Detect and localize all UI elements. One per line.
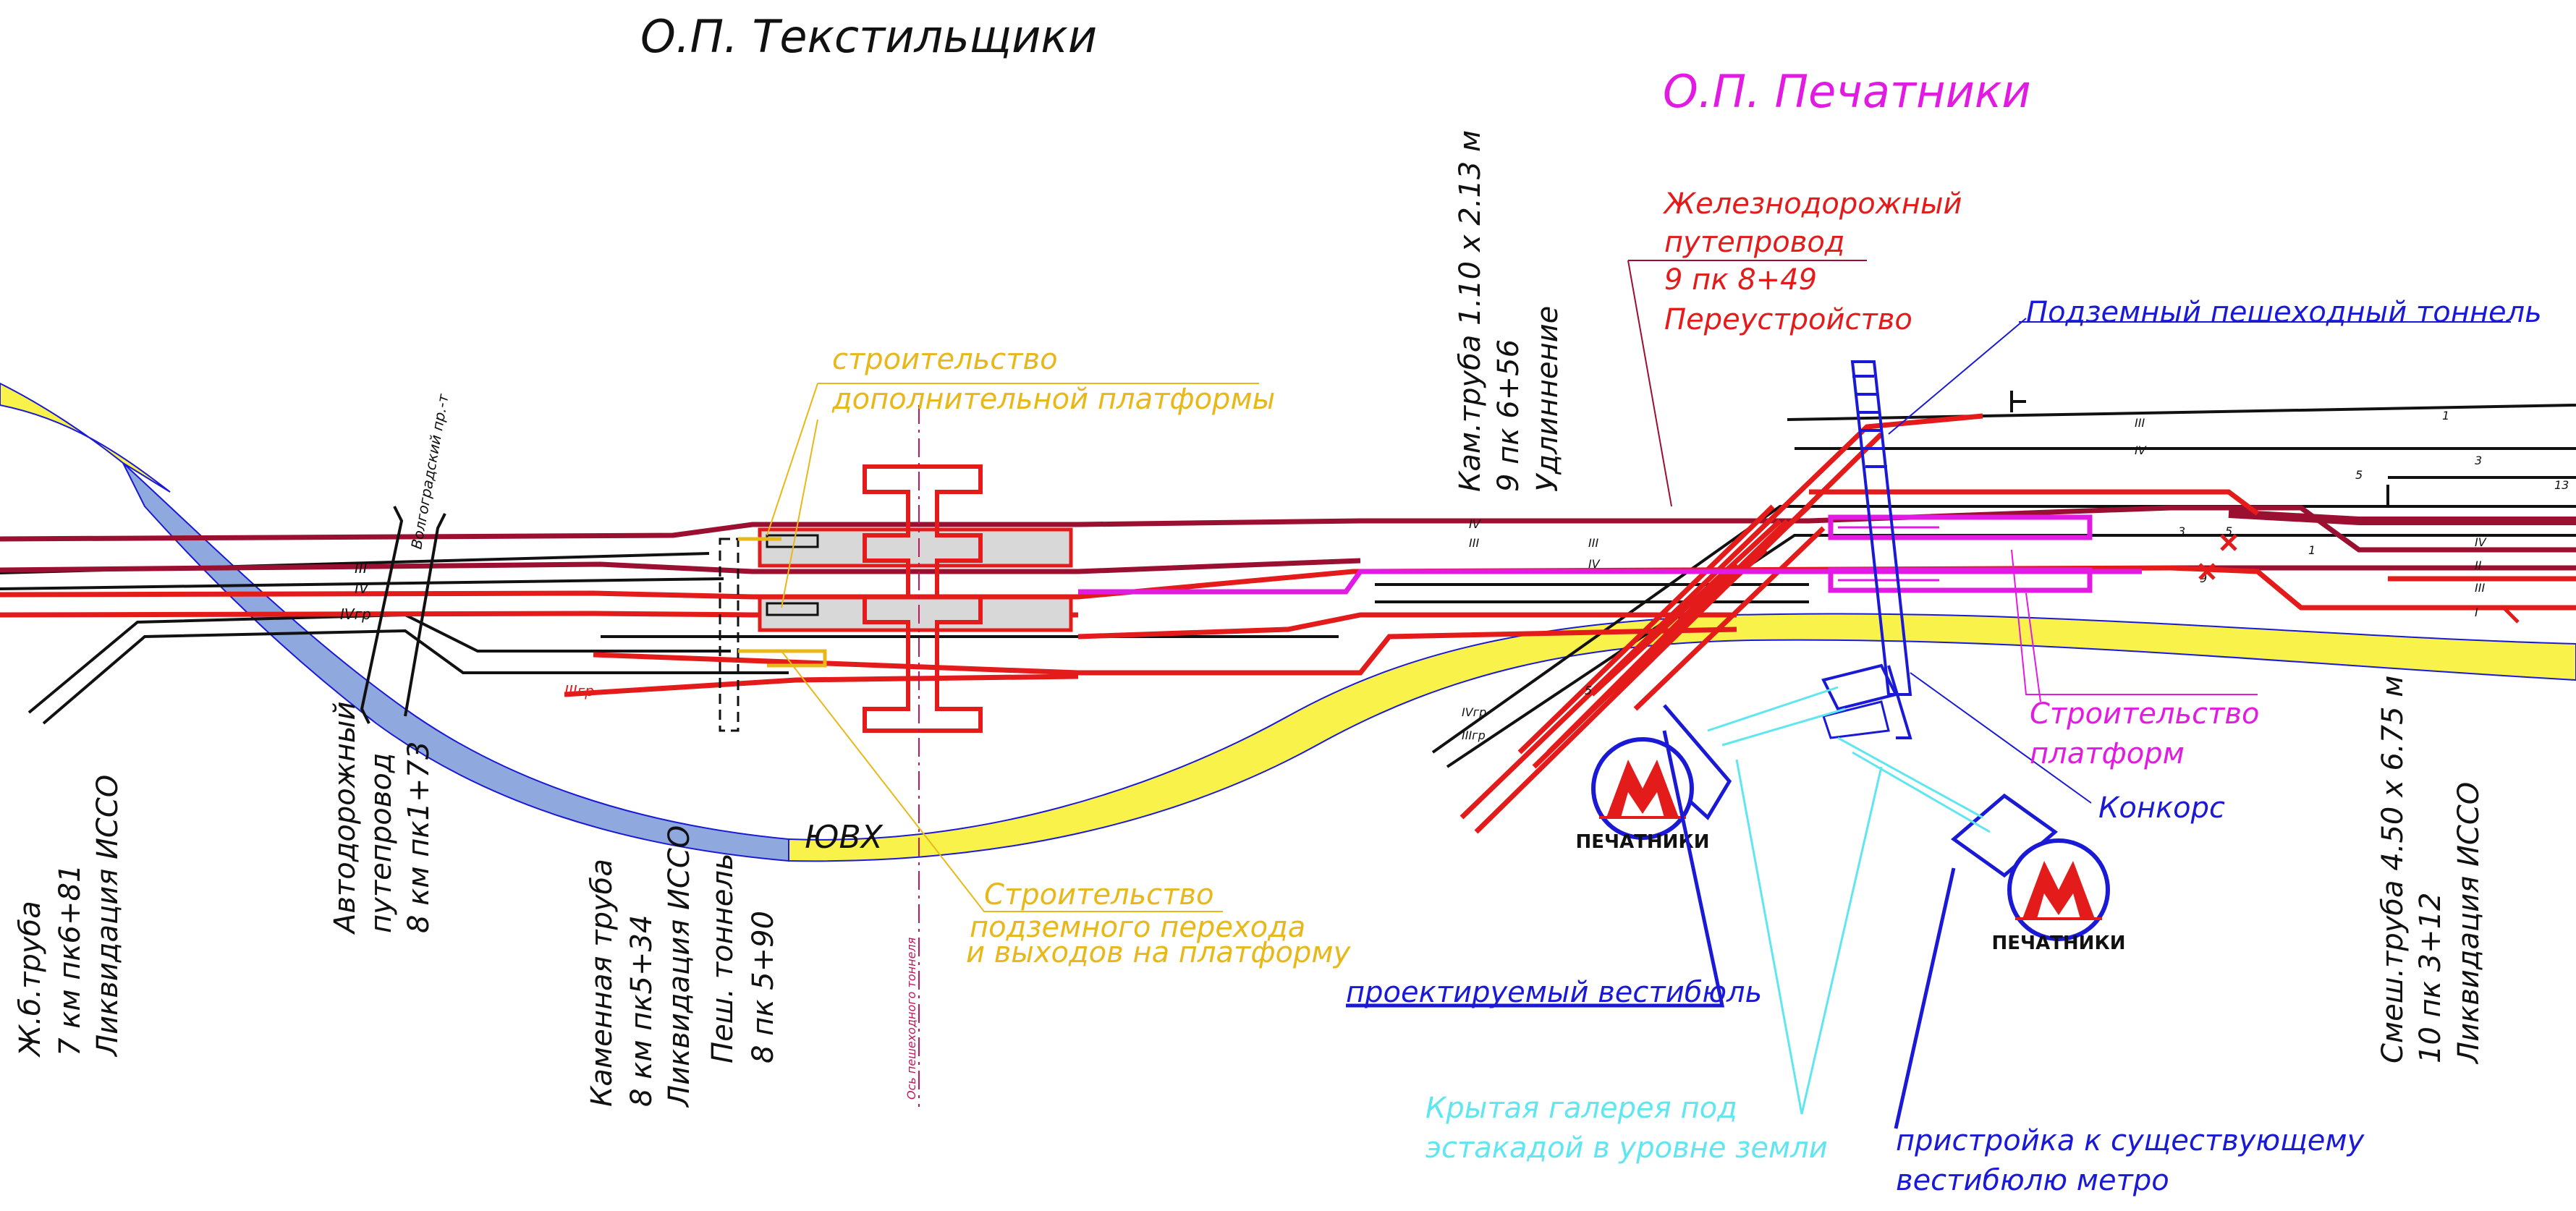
underpass-construction-line-1: Строительство <box>984 878 1213 912</box>
track-mark-left-iv: IV <box>355 579 370 597</box>
platforms-construction-line-1: Строительство <box>2030 697 2259 731</box>
covered-gallery <box>1707 686 1991 1115</box>
track-mark-mid-iv-b: IV <box>1588 557 1601 571</box>
metro-logo-left: ПЕЧАТНИКИ <box>1576 737 1709 853</box>
underpass-structure <box>863 405 983 1107</box>
extra-platform-note: строительство дополнительной платформы <box>831 343 1275 416</box>
underpass-construction-line-3: и выходов на платформу <box>966 936 1352 969</box>
mixed-pipe-line-2: 10 пк 3+12 <box>2414 892 2447 1063</box>
station-title-pechatniki: О.П. Печатники <box>1663 65 2031 118</box>
track-mark-far-iv: IV <box>2475 535 2487 549</box>
stone-pipe-left-line-1: Каменная труба <box>585 859 619 1107</box>
leader-lines <box>766 260 2511 1129</box>
magenta-track <box>1078 514 2142 595</box>
stone-pipe-left-line-5: 8 пк 5+90 <box>747 911 780 1063</box>
volgogradsky-label: Волгоградский пр.-т <box>407 391 452 550</box>
metro-logo-right: ПЕЧАТНИКИ <box>1992 838 2126 954</box>
track-mark-mid-iii-b: III <box>1588 536 1598 550</box>
stone-pipe-right-line-3: Удлиннение <box>1531 306 1564 492</box>
road-overpass <box>360 506 446 724</box>
track-mark-mid-iii: III <box>1469 536 1479 550</box>
uvkh-road: ЮВХ <box>0 382 2576 862</box>
station-title-tekstilshchiki: О.П. Текстильщики <box>640 10 1097 63</box>
uvkh-label: ЮВХ <box>805 819 884 856</box>
track-mark-right-iv: IV <box>2135 443 2147 457</box>
stone-pipe-left-line-3: Ликвидация ИССО <box>663 825 696 1108</box>
extra-platform-line-1: строительство <box>832 343 1058 376</box>
mixed-pipe-line-3: Ликвидация ИССО <box>2452 782 2486 1065</box>
railway-overpass-line-3: 9 пк 8+49 <box>1664 263 1817 297</box>
track-mark-far-i: I <box>2475 606 2478 619</box>
track-mark-right-5: 5 <box>2355 468 2363 482</box>
stone-pipe-right-note: Кам.труба 1.10 x 2.13 м 9 пк 6+56 Удлинн… <box>1454 130 1564 492</box>
track-mark-mid-ivgr: IVгр <box>1462 705 1486 719</box>
track-mark-left-iiigr: IIIгр <box>564 682 594 700</box>
stone-pipe-right-line-2: 9 пк 6+56 <box>1492 339 1525 492</box>
railway-overpass-note: Железнодорожный путепровод 9 пк 8+49 Пер… <box>1662 187 1962 336</box>
track-mark-sw-5: 5 <box>2225 524 2232 538</box>
underpass-construction-line-2: подземного перехода <box>970 911 1305 944</box>
track-mark-far-iii: III <box>2475 581 2485 595</box>
rc-pipe-note: Ж.б.труба 7 км пк6+81 Ликвидация ИССО <box>14 775 124 1058</box>
track-mark-right-13: 13 <box>2554 478 2569 492</box>
rc-pipe-line-1: Ж.б.труба <box>14 901 47 1058</box>
road-overpass-line-1: Автодорожный <box>329 702 362 935</box>
track-mark-right-iii: III <box>2135 416 2145 430</box>
extension-vestibule-line-2: вестибюлю метро <box>1896 1164 2169 1197</box>
stone-pipe-left-note: Каменная труба 8 км пк5+34 Ликвидация ИС… <box>585 825 780 1108</box>
track-mark-sw-1: 1 <box>2308 543 2316 557</box>
metro-station-name-right: ПЕЧАТНИКИ <box>1992 932 2126 954</box>
covered-gallery-note: Крытая галерея под эстакадой в уровне зе… <box>1425 1092 1828 1165</box>
pedestrian-tunnel-label: Подземный пешеходный тоннель <box>2026 296 2542 329</box>
underpass-construction-note: Строительство подземного перехода и выхо… <box>966 878 1352 969</box>
stone-pipe-left-line-4: Пеш. тоннель <box>706 853 740 1063</box>
track-mark-left-iii: III <box>355 559 368 577</box>
mixed-pipe-line-1: Смеш.труба 4.50 x 6.75 м <box>2376 676 2410 1063</box>
track-mark-right-1: 1 <box>2442 409 2449 422</box>
covered-gallery-line-1: Крытая галерея под <box>1425 1092 1737 1125</box>
rc-pipe-line-3: Ликвидация ИССО <box>91 775 124 1058</box>
road-overpass-line-3: 8 км пк1+73 <box>402 742 436 933</box>
platforms-construction-line-2: платформ <box>2030 737 2185 770</box>
extra-platform-line-2: дополнительной платформы <box>831 383 1275 416</box>
road-overpass-note: Автодорожный путепровод 8 км пк1+73 <box>329 702 436 935</box>
track-mark-far-ii: II <box>2475 558 2482 572</box>
tunnel-axis-label: Ось пешеходного тоннеля <box>904 937 918 1100</box>
platforms-construction-note: Строительство платформ <box>2030 697 2259 770</box>
extension-vestibule-note: пристройка к существующему вестибюлю мет… <box>1896 1124 2365 1197</box>
track-mark-right-3: 3 <box>2475 454 2482 467</box>
track-mark-right-5b: 5 <box>1585 684 1592 697</box>
pedestrian-tunnel <box>1821 360 1912 739</box>
mixed-pipe-note: Смеш.труба 4.50 x 6.75 м 10 пк 3+12 Ликв… <box>2376 676 2486 1065</box>
stone-pipe-right-line-1: Кам.труба 1.10 x 2.13 м <box>1454 130 1487 492</box>
extension-vestibule-line-1: пристройка к существующему <box>1896 1124 2365 1157</box>
track-mark-mid-iiigr: IIIгр <box>1462 728 1486 742</box>
railway-overpass-line-2: путепровод <box>1664 226 1844 259</box>
vestibules <box>1663 704 2059 878</box>
track-mark-mid-iv: IV <box>1469 517 1481 531</box>
railway-overpass-line-1: Железнодорожный <box>1662 187 1962 221</box>
switch-crosses <box>2198 534 2520 624</box>
covered-gallery-line-2: эстакадой в уровне земли <box>1425 1131 1828 1165</box>
rc-pipe-line-2: 7 км пк6+81 <box>54 864 87 1056</box>
projected-vestibule-label: проектируемый вестибюль <box>1346 976 1762 1009</box>
road-overpass-line-2: путепровод <box>365 753 398 933</box>
dark-red-tracks <box>0 505 2576 574</box>
stone-pipe-left-line-2: 8 км пк5+34 <box>625 915 658 1107</box>
track-marks: III IV IVгр IIIгр IV III III IV IVгр III… <box>340 409 2569 742</box>
tekstilshchiki-platforms <box>719 527 1073 732</box>
track-mark-right-9: 9 <box>2200 571 2207 585</box>
black-tracks <box>0 391 2576 768</box>
track-mark-left-ivgr: IVгр <box>340 606 371 623</box>
track-mark-sw-3: 3 <box>2178 524 2185 538</box>
railway-overpass-line-4: Переустройство <box>1664 303 1912 336</box>
concourse-label: Конкорс <box>2098 791 2225 825</box>
